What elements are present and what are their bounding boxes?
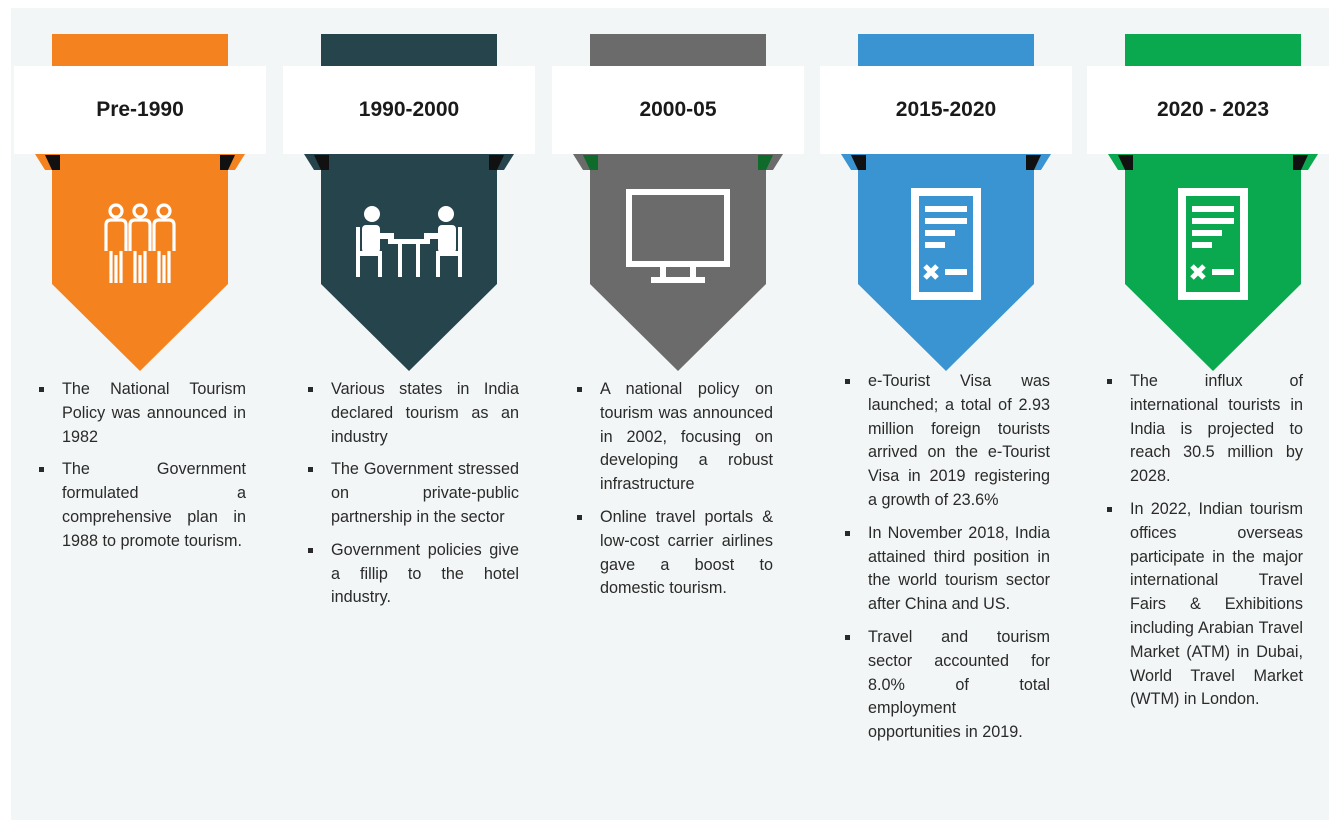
timeline-stage-4: 2015-2020 e-Tourist Visa was launched; a… <box>820 0 1072 824</box>
stage-label: 2020 - 2023 <box>1156 98 1270 121</box>
stage-bullet-list: e-Tourist Visa was launched; a total of … <box>845 370 1050 754</box>
bullet-item: The Government formulated a comprehensiv… <box>39 458 246 553</box>
stage-bullet-list: A national policy on tourism was announc… <box>577 378 773 610</box>
bullet-item: The influx of international tourists in … <box>1107 370 1303 489</box>
people-group-icon <box>102 203 178 292</box>
timeline-stage-3: 2000-05 A national policy on tourism was… <box>552 0 804 824</box>
stage-label: 2000-05 <box>639 98 717 121</box>
stage-bullet-list: Various states in India declared tourism… <box>308 378 519 619</box>
stage-label-box: 2000-05 <box>552 66 804 154</box>
stage-label-box: Pre-1990 <box>14 66 266 154</box>
stage-bullet-list: The National Tourism Policy was announce… <box>39 378 246 563</box>
stage-label-box: 2015-2020 <box>820 66 1072 154</box>
meeting-table-icon <box>354 205 464 284</box>
bullet-item: Travel and tourism sector accounted for … <box>845 626 1050 745</box>
timeline-stage-1: Pre-1990 The National Tourism Policy was… <box>14 0 266 824</box>
bullet-item: e-Tourist Visa was launched; a total of … <box>845 370 1050 513</box>
bullet-item: Various states in India declared tourism… <box>308 378 519 449</box>
bullet-item: The Government stressed on private-publi… <box>308 458 519 529</box>
bullet-item: Online travel portals & low-cost carrier… <box>577 506 773 601</box>
timeline-stage-2: 1990-2000 Various states in India declar… <box>283 0 535 824</box>
stage-label: 2015-2020 <box>895 98 997 121</box>
stage-bullet-list: The influx of international tourists in … <box>1107 370 1303 721</box>
stage-label-box: 2020 - 2023 <box>1087 66 1339 154</box>
timeline-stage-5: 2020 - 2023 The influx of international … <box>1087 0 1339 824</box>
bullet-item: The National Tourism Policy was announce… <box>39 378 246 449</box>
monitor-icon <box>625 188 731 289</box>
stage-label: Pre-1990 <box>96 98 184 121</box>
bullet-item: In 2022, Indian tourism offices overseas… <box>1107 498 1303 712</box>
stage-label: 1990-2000 <box>358 98 460 121</box>
document-icon <box>911 188 981 305</box>
stage-label-box: 1990-2000 <box>283 66 535 154</box>
bullet-item: Government policies give a fillip to the… <box>308 539 519 610</box>
document-icon <box>1178 188 1248 305</box>
bullet-item: A national policy on tourism was announc… <box>577 378 773 497</box>
bullet-item: In November 2018, India attained third p… <box>845 522 1050 617</box>
